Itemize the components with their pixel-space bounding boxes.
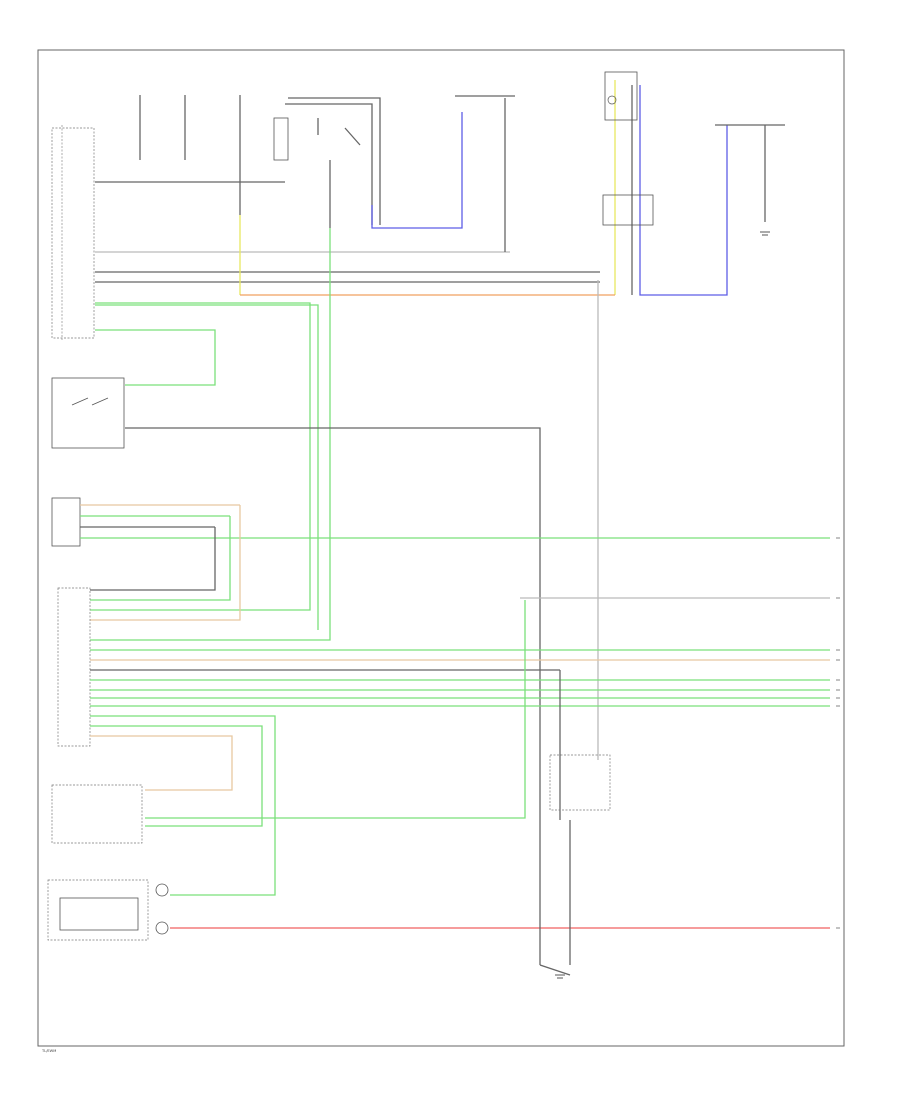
steering-pad-switch (47, 879, 169, 941)
right-edge-arrows (836, 537, 840, 929)
combination-meter (51, 784, 290, 844)
headlight-dimmer-switch (51, 377, 125, 449)
relay-symbol (273, 97, 381, 228)
fuse-column-1 (139, 95, 241, 215)
engine-junction-block (51, 125, 95, 340)
ecu-connector-block (57, 587, 830, 896)
top-right-switch (715, 124, 785, 236)
light-control-switch (51, 497, 830, 621)
diagram-frame (37, 49, 845, 1047)
ground-point (539, 820, 571, 979)
footer-code: TL/EWM (41, 1049, 56, 1053)
